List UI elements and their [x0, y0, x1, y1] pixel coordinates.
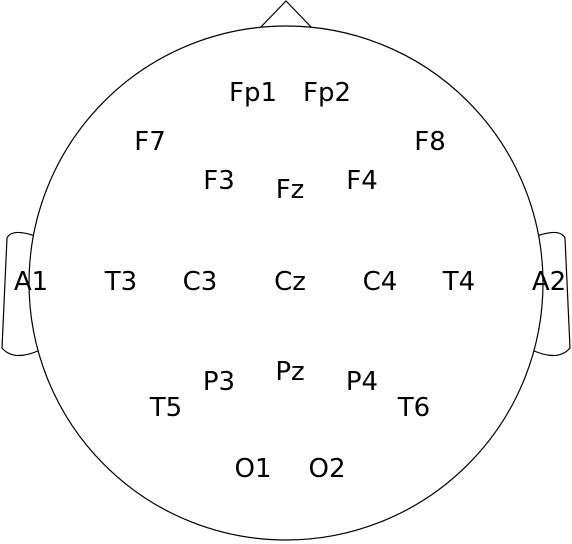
electrode-f4: F4: [346, 166, 378, 196]
electrode-a2: A2: [532, 267, 566, 297]
electrode-p4: P4: [346, 367, 378, 397]
electrode-o1: O1: [234, 454, 271, 484]
electrode-t3: T3: [104, 267, 137, 297]
electrode-a1: A1: [14, 267, 48, 297]
electrode-t4: T4: [442, 267, 475, 297]
electrode-c4: C4: [363, 267, 398, 297]
electrode-o2: O2: [308, 454, 345, 484]
electrode-fp1: Fp1: [229, 78, 277, 108]
electrode-fz: Fz: [276, 175, 305, 205]
electrode-f8: F8: [414, 127, 446, 157]
electrode-cz: Cz: [274, 267, 306, 297]
electrode-c3: C3: [183, 267, 218, 297]
electrode-t6: T6: [397, 393, 430, 423]
electrode-pz: Pz: [275, 357, 304, 387]
electrode-f3: F3: [203, 166, 235, 196]
electrode-fp2: Fp2: [303, 78, 351, 108]
electrode-p3: P3: [203, 367, 235, 397]
electrode-t5: T5: [149, 393, 182, 423]
head-outline: [28, 25, 544, 541]
electrode-f7: F7: [134, 127, 166, 157]
